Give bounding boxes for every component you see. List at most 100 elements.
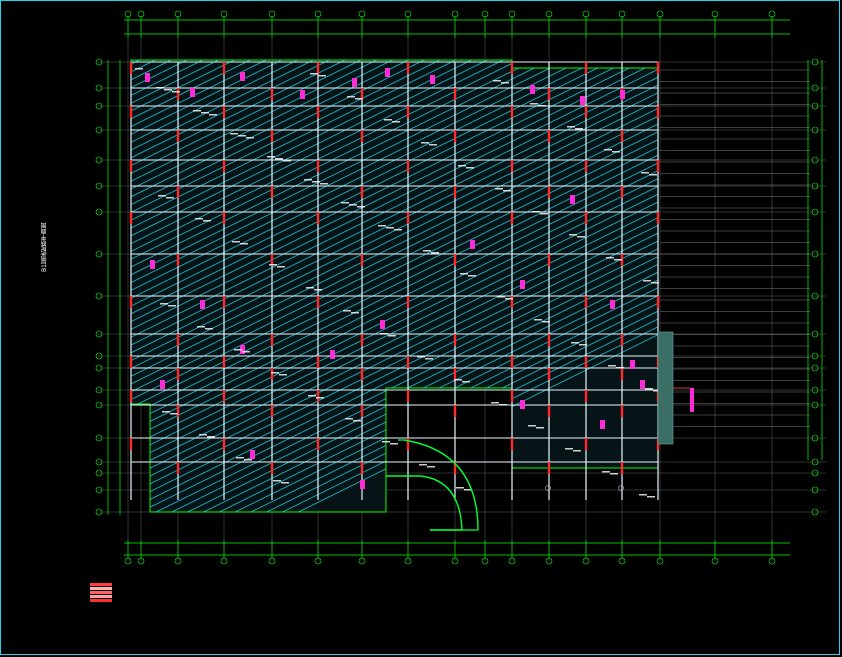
hatch-line bbox=[131, 0, 658, 49]
beam-label-text bbox=[205, 328, 213, 330]
beam-label-text bbox=[242, 351, 250, 353]
beam-label-text bbox=[536, 427, 544, 429]
hatch-line bbox=[131, 0, 658, 2]
beam-label-text bbox=[639, 494, 647, 496]
beam-label-text bbox=[540, 213, 548, 215]
beam-label-text bbox=[357, 206, 365, 208]
beam-label-text bbox=[168, 305, 176, 307]
axis-bubble bbox=[811, 250, 819, 258]
beam-label-text bbox=[505, 298, 513, 300]
beam-label-text bbox=[209, 114, 217, 116]
beam-label-text bbox=[456, 487, 464, 489]
beam-label-text bbox=[166, 197, 174, 199]
beam-label-text bbox=[236, 457, 244, 459]
hatch-line bbox=[131, 92, 658, 354]
beam-label-text bbox=[234, 349, 242, 351]
beam-annotation bbox=[520, 280, 525, 289]
beam-label-text bbox=[499, 404, 507, 406]
hatch-line bbox=[131, 178, 658, 440]
beam-label-text bbox=[240, 243, 248, 245]
hatch-line bbox=[131, 68, 658, 330]
hatch-line bbox=[131, 60, 658, 128]
hatch-line bbox=[131, 60, 658, 112]
hatch-line bbox=[131, 0, 658, 41]
hatch-line bbox=[131, 185, 658, 447]
beam-label-text bbox=[170, 413, 178, 415]
beam-label-text bbox=[172, 91, 180, 93]
axis-bubble bbox=[811, 182, 819, 190]
hatch-line bbox=[131, 193, 658, 455]
beam-annotation bbox=[145, 73, 150, 82]
hatch-line bbox=[131, 76, 658, 338]
hatch-line bbox=[131, 107, 658, 369]
beam-label-text bbox=[320, 183, 328, 185]
beam-label-text bbox=[647, 496, 655, 498]
beam-label-text bbox=[538, 105, 546, 107]
hatch-line bbox=[131, 60, 658, 65]
axis-bubble bbox=[95, 458, 103, 466]
hatch-line bbox=[131, 0, 658, 56]
beam-label-text bbox=[602, 471, 610, 473]
beam-label-text bbox=[417, 356, 425, 358]
hatch-line bbox=[131, 60, 658, 245]
beam-label-text bbox=[283, 160, 291, 162]
beam-label-text bbox=[384, 119, 392, 121]
beam-label-text bbox=[573, 450, 581, 452]
axis-bubble bbox=[95, 330, 103, 338]
beam-label-text bbox=[495, 188, 503, 190]
hatch-line bbox=[131, 61, 658, 323]
hatch-line bbox=[131, 232, 658, 494]
beam-annotation bbox=[360, 480, 365, 489]
beam-label-text bbox=[388, 335, 396, 337]
beam-label-text bbox=[281, 482, 289, 484]
hatch-line bbox=[131, 240, 658, 502]
hatch-line bbox=[131, 256, 658, 512]
beam-annotation bbox=[200, 300, 205, 309]
axis-bubble bbox=[811, 156, 819, 164]
axis-bubble bbox=[95, 469, 103, 477]
beam-label-text bbox=[534, 319, 542, 321]
beam-label-text bbox=[314, 289, 322, 291]
axis-bubble bbox=[811, 330, 819, 338]
beam-label-text bbox=[501, 82, 509, 84]
beam-label-text bbox=[468, 275, 476, 277]
beam-annotation bbox=[430, 75, 435, 84]
ramp-curve bbox=[386, 475, 463, 531]
beam-label-text bbox=[306, 287, 314, 289]
beam-label-text bbox=[567, 126, 575, 128]
axis-bubble bbox=[811, 352, 819, 360]
beam-annotation bbox=[380, 320, 385, 329]
beam-label-text bbox=[349, 204, 357, 206]
axis-bubble bbox=[811, 102, 819, 110]
axis-bubble bbox=[811, 469, 819, 477]
axis-bubble bbox=[811, 508, 819, 516]
axis-bubble bbox=[95, 208, 103, 216]
beam-annotation bbox=[630, 360, 635, 369]
hatch-line bbox=[131, 60, 658, 182]
beam-label-text bbox=[464, 489, 472, 491]
beam-label-text bbox=[649, 174, 657, 176]
hatch-line bbox=[131, 170, 658, 432]
beam-label-text bbox=[542, 321, 550, 323]
beam-label-text bbox=[386, 227, 394, 229]
legend-row bbox=[90, 591, 112, 594]
axis-bubble bbox=[95, 434, 103, 442]
hatch-line bbox=[131, 60, 658, 190]
beam-label-text bbox=[423, 250, 431, 252]
axis-bubble bbox=[95, 508, 103, 516]
beam-label-text bbox=[458, 165, 466, 167]
axis-bubble bbox=[811, 84, 819, 92]
legend-row bbox=[90, 595, 112, 598]
beam-label-text bbox=[575, 128, 583, 130]
beam-annotation bbox=[240, 345, 245, 354]
beam-label-text bbox=[382, 441, 390, 443]
ramp-curve bbox=[403, 439, 479, 531]
beam-label-text bbox=[431, 252, 439, 254]
hatch-line bbox=[131, 60, 658, 143]
legend-row bbox=[90, 599, 112, 602]
beam-annotation bbox=[600, 420, 605, 429]
hatch-line bbox=[131, 60, 658, 307]
hatch-line bbox=[131, 0, 658, 17]
